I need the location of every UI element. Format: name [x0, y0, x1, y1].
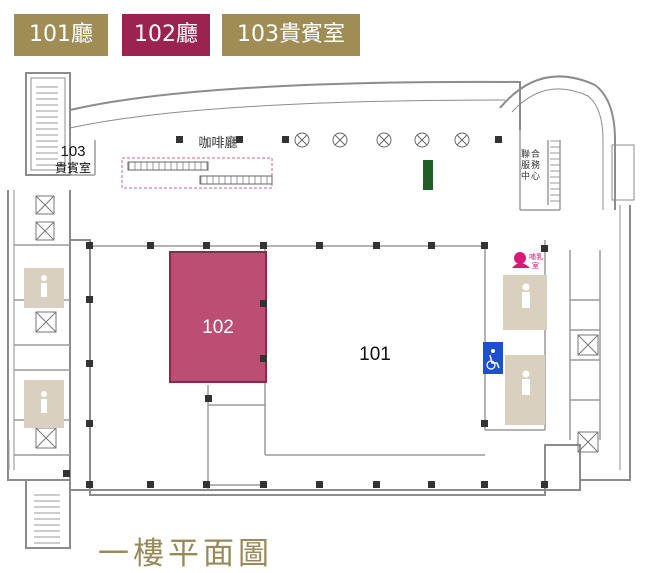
svg-text:務: 務	[531, 159, 540, 171]
svg-text:中: 中	[521, 170, 530, 182]
svg-text:心: 心	[531, 171, 540, 182]
tab-hall-101[interactable]: 101廳	[14, 14, 108, 56]
female-restroom-icon	[522, 370, 530, 395]
svg-text:乳: 乳	[536, 252, 543, 261]
hall-102-area[interactable]	[169, 251, 267, 383]
male-restroom-icon	[41, 275, 47, 297]
hall-101-label: 101	[359, 344, 391, 365]
stairs	[36, 84, 58, 168]
stairs	[550, 140, 560, 206]
elevator-icon	[35, 195, 599, 453]
hall-102-label: 102	[202, 317, 234, 338]
svg-text:室: 室	[532, 261, 539, 270]
tab-hall-102[interactable]: 102廳	[122, 14, 210, 56]
green-block	[423, 160, 433, 190]
vip-103-number: 103	[60, 143, 85, 160]
tab-vip-103[interactable]: 103貴賓室	[222, 14, 360, 56]
stairs	[8, 440, 14, 470]
nursing-room-icon	[512, 252, 530, 268]
svg-text:哺: 哺	[529, 252, 536, 261]
svg-text:合: 合	[531, 148, 540, 160]
male-restroom-icon	[522, 283, 530, 308]
svg-text:聯: 聯	[521, 148, 530, 160]
service-center-label: 聯 合 服 務 中 心	[521, 148, 540, 182]
floor-title: 一樓平面圖	[98, 536, 273, 572]
female-restroom-icon	[41, 391, 47, 413]
stairs	[611, 144, 635, 201]
accessible-restroom-icon	[483, 342, 503, 374]
escalator-icon	[121, 157, 273, 189]
cafe-label: 咖啡廳	[198, 135, 237, 151]
svg-text:服: 服	[521, 160, 530, 171]
nursing-room-label: 哺 乳 室	[529, 252, 543, 270]
fan-icon	[294, 132, 470, 148]
columns	[63, 136, 548, 488]
stairs	[34, 492, 60, 544]
vip-103-name: 貴賓室	[55, 160, 91, 175]
building-outline	[7, 72, 631, 549]
